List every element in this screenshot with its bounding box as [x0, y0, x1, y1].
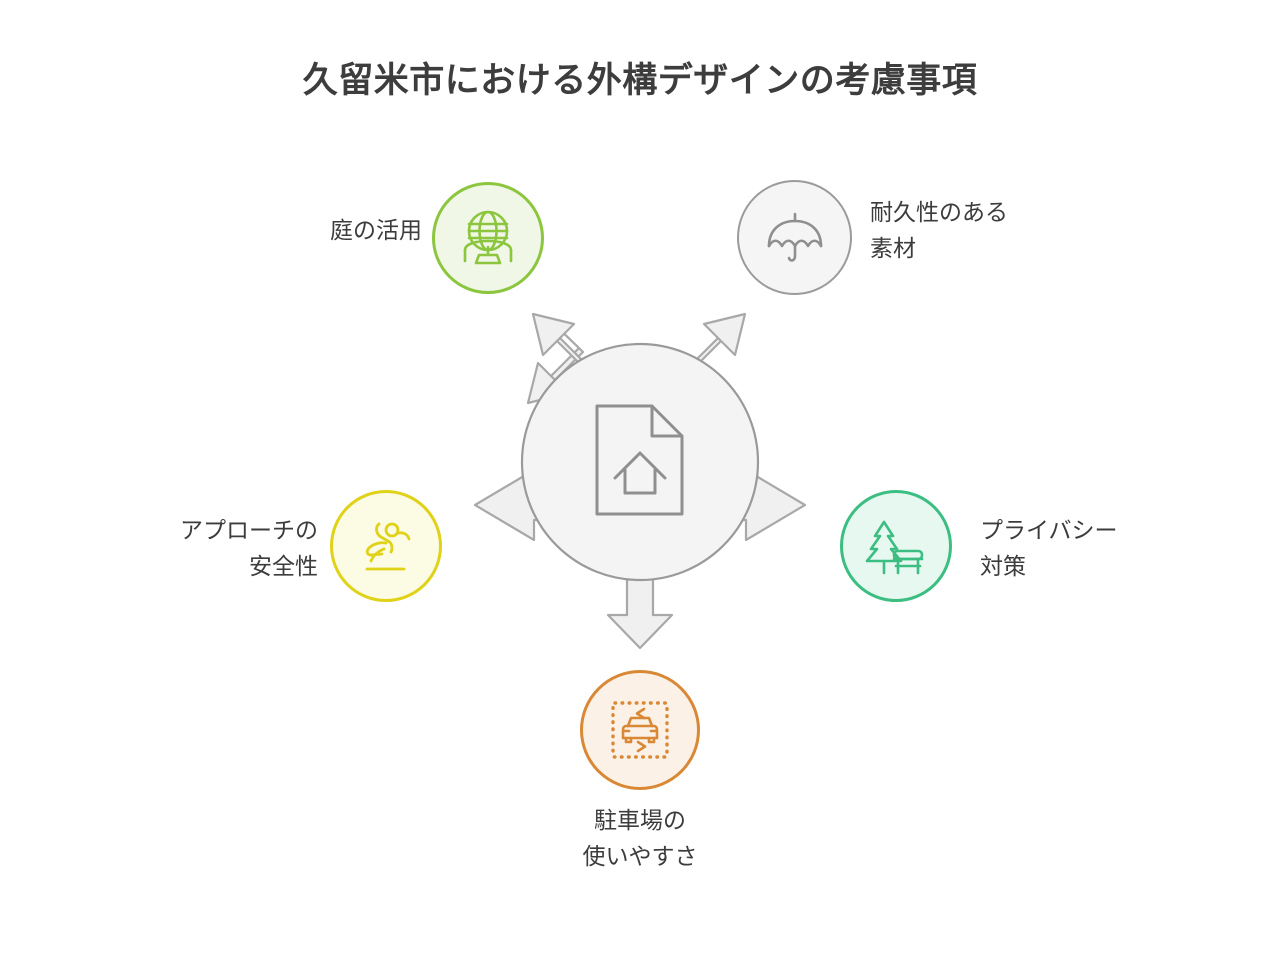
node-privacy-label: プライバシー 対策 — [980, 517, 1118, 579]
page-title: 久留米市における外構デザインの考慮事項 — [302, 61, 978, 100]
node-parking-label: 駐車場の 使いやすさ — [582, 807, 698, 869]
tree-bench-icon — [865, 520, 924, 575]
node-parking[interactable] — [580, 670, 700, 790]
center-hub-circle — [520, 342, 760, 582]
node-privacy[interactable] — [840, 490, 952, 602]
arrow-down — [606, 551, 674, 650]
arrow-up-right — [685, 312, 747, 402]
arrow-left — [473, 468, 574, 542]
node-safety[interactable] — [330, 490, 442, 602]
arrow-up-left — [526, 316, 585, 405]
arrow-up-left-shape — [531, 312, 593, 402]
umbrella-icon — [767, 212, 822, 262]
node-garden[interactable] — [432, 182, 544, 294]
node-material-label: 耐久性のある 素材 — [870, 199, 1008, 261]
document-house-icon — [595, 404, 684, 516]
arrow-right — [706, 468, 807, 542]
node-material[interactable] — [737, 180, 852, 295]
node-safety-label: アプローチの 安全性 — [180, 517, 318, 579]
garden-globe-icon — [463, 210, 513, 265]
node-garden-label: 庭の活用 — [330, 217, 422, 243]
car-parking-icon — [611, 701, 669, 759]
arrow-group — [473, 312, 807, 650]
slipping-person-icon — [365, 522, 411, 571]
